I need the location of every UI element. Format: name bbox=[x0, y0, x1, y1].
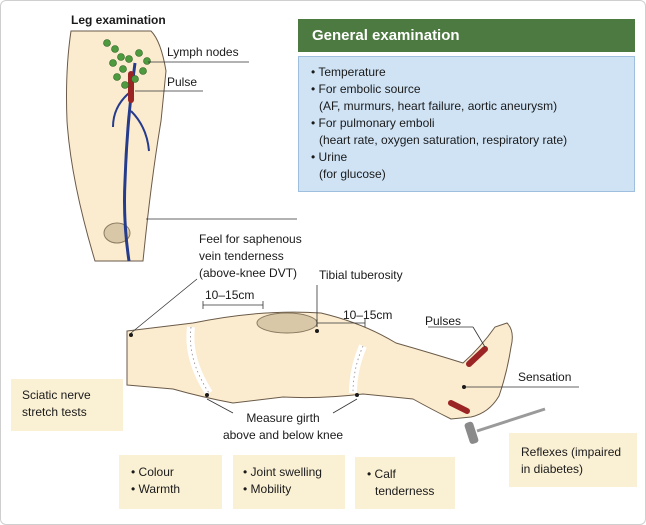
reflexes-line-1: Reflexes (impaired bbox=[521, 445, 622, 459]
label-saphenous-3: (above-knee DVT) bbox=[199, 266, 297, 280]
dorsalis-pedis-pulse bbox=[466, 346, 488, 367]
general-exam-list: Temperature For embolic source (AF, murm… bbox=[298, 56, 635, 192]
colour-warmth-box: Colour Warmth bbox=[119, 455, 222, 509]
label-measure-above: 10–15cm bbox=[205, 288, 254, 302]
general-exam-item: Urine bbox=[311, 149, 634, 166]
tape-below-knee bbox=[349, 344, 367, 394]
label-pulses: Pulses bbox=[425, 314, 461, 328]
label-girth-2: above and below knee bbox=[223, 428, 343, 442]
warmth-item: Warmth bbox=[131, 481, 222, 498]
label-lymph-nodes: Lymph nodes bbox=[167, 45, 239, 59]
thigh-front-view bbox=[66, 30, 167, 262]
calf-tenderness-box: Calf tenderness bbox=[355, 457, 455, 509]
reflexes-line-2: in diabetes) bbox=[521, 462, 584, 476]
label-saphenous-1: Feel for saphenous bbox=[199, 232, 302, 246]
general-exam-item: For pulmonary emboli bbox=[311, 115, 634, 132]
reflex-hammer-handle bbox=[476, 407, 546, 433]
reflex-hammer-head bbox=[464, 421, 479, 444]
sciatic-line-1: Sciatic nerve bbox=[22, 388, 91, 402]
label-tibial-tuberosity: Tibial tuberosity bbox=[319, 268, 403, 282]
lymph-nodes-cluster bbox=[103, 39, 151, 89]
vein-branch bbox=[130, 110, 150, 152]
label-measure-below: 10–15cm bbox=[343, 308, 392, 322]
patella-side bbox=[256, 312, 318, 334]
general-exam-subitem: (for glucose) bbox=[319, 167, 386, 181]
joint-mobility-box: Joint swelling Mobility bbox=[233, 455, 345, 509]
general-exam-subitem: (AF, murmurs, heart failure, aortic aneu… bbox=[319, 99, 558, 113]
label-girth-1: Measure girth bbox=[246, 411, 319, 425]
diagram-title: Leg examination bbox=[71, 13, 166, 27]
general-exam-item: Temperature bbox=[311, 64, 634, 81]
sciatic-line-2: stretch tests bbox=[22, 405, 87, 419]
leg-side-view bbox=[126, 311, 513, 420]
calf-line-2: tenderness bbox=[375, 484, 435, 498]
mobility-item: Mobility bbox=[243, 481, 345, 498]
general-exam-heading: General examination bbox=[298, 19, 635, 52]
patella-front bbox=[103, 222, 131, 244]
label-pulse: Pulse bbox=[167, 75, 197, 89]
posterior-tibial-pulse bbox=[448, 400, 470, 414]
label-saphenous-2: vein tenderness bbox=[199, 249, 284, 263]
sciatic-note-box: Sciatic nerve stretch tests bbox=[11, 379, 123, 431]
vein-branch-2 bbox=[112, 92, 130, 128]
general-exam-item: For embolic source bbox=[311, 81, 634, 98]
reflexes-box: Reflexes (impaired in diabetes) bbox=[509, 433, 637, 487]
calf-line-1: Calf bbox=[367, 466, 455, 483]
colour-item: Colour bbox=[131, 464, 222, 481]
label-sensation: Sensation bbox=[518, 370, 571, 384]
joint-swelling-item: Joint swelling bbox=[243, 464, 345, 481]
general-exam-subitem: (heart rate, oxygen saturation, respirat… bbox=[319, 133, 568, 147]
